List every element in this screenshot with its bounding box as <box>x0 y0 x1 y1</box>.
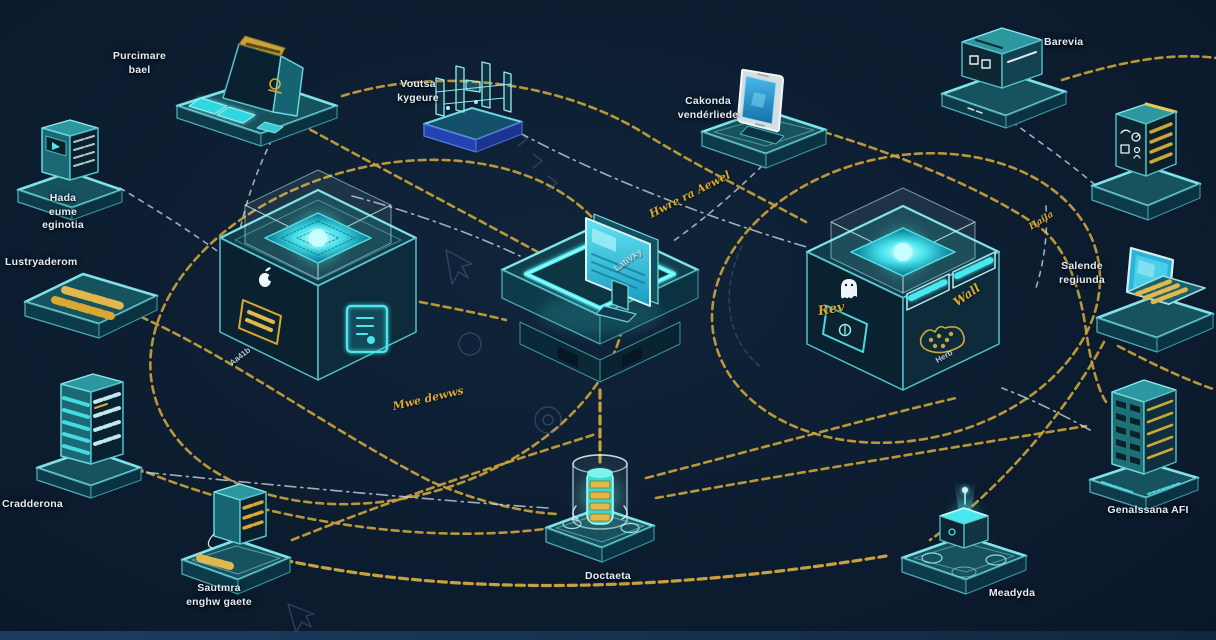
ledger-card-node <box>23 272 159 339</box>
antenna-light <box>962 487 968 493</box>
white-connection <box>1001 387 1091 431</box>
circle-sketch <box>458 332 482 356</box>
gold-connection <box>644 396 958 480</box>
beacon-label: Meadyda <box>988 587 1036 599</box>
ledger-card-label: Lustryaderom <box>5 256 78 268</box>
pos-terminal-label: Purcimare bael <box>112 50 167 76</box>
data-capsule-label: Doctaeta <box>585 570 631 582</box>
gold-connection <box>1116 344 1216 392</box>
kiosk-left-label: Hada eume eginotia <box>42 192 84 232</box>
monitor-hub-node <box>500 213 700 383</box>
gold-connection <box>654 424 1088 500</box>
office-tower-node <box>1088 379 1200 511</box>
gold-connection <box>1060 55 1216 82</box>
beacon-node <box>900 482 1028 595</box>
gear-sketch <box>542 414 554 426</box>
data-capsule-node <box>544 454 656 563</box>
pos-terminal-node <box>175 35 339 147</box>
floor-edge-strip <box>0 631 1216 640</box>
cursor-arrow-sketch <box>445 249 473 285</box>
box-module-label: Barevia <box>1044 36 1084 48</box>
gear-sketch <box>534 406 562 434</box>
machine-icon <box>345 304 389 354</box>
gateway-box-left <box>213 491 241 545</box>
capsule-segment <box>589 502 611 511</box>
cursor-arrow-sketch <box>287 603 315 633</box>
ghost-icon <box>841 279 857 299</box>
capsule-segment <box>589 491 611 500</box>
monitor-stand <box>611 279 629 311</box>
kiosk-right-node <box>1090 102 1202 221</box>
white-connection <box>141 471 549 509</box>
gateway-label: Sautmra enghw gaete <box>186 582 252 608</box>
white-connection <box>119 187 233 263</box>
white-connection <box>1011 121 1095 185</box>
server-tower-label: Cradderona <box>2 498 63 510</box>
server-tower-node <box>35 373 143 499</box>
capsule-segment <box>589 480 611 489</box>
phone-dock-label: Cakonda vendérliede <box>677 95 739 121</box>
scanner-rig-label: Voutsa kygeure <box>397 78 439 104</box>
office-tower-label: Genalssana AFI <box>1107 504 1189 516</box>
laptop-label: Salende regiunda <box>1059 260 1105 286</box>
cable-icon <box>207 533 215 549</box>
gateway-node <box>180 483 292 595</box>
scanner-rig-node <box>423 61 523 153</box>
gold-connection <box>418 300 508 322</box>
arc-sketch <box>728 245 763 369</box>
capsule-segment <box>589 513 611 522</box>
